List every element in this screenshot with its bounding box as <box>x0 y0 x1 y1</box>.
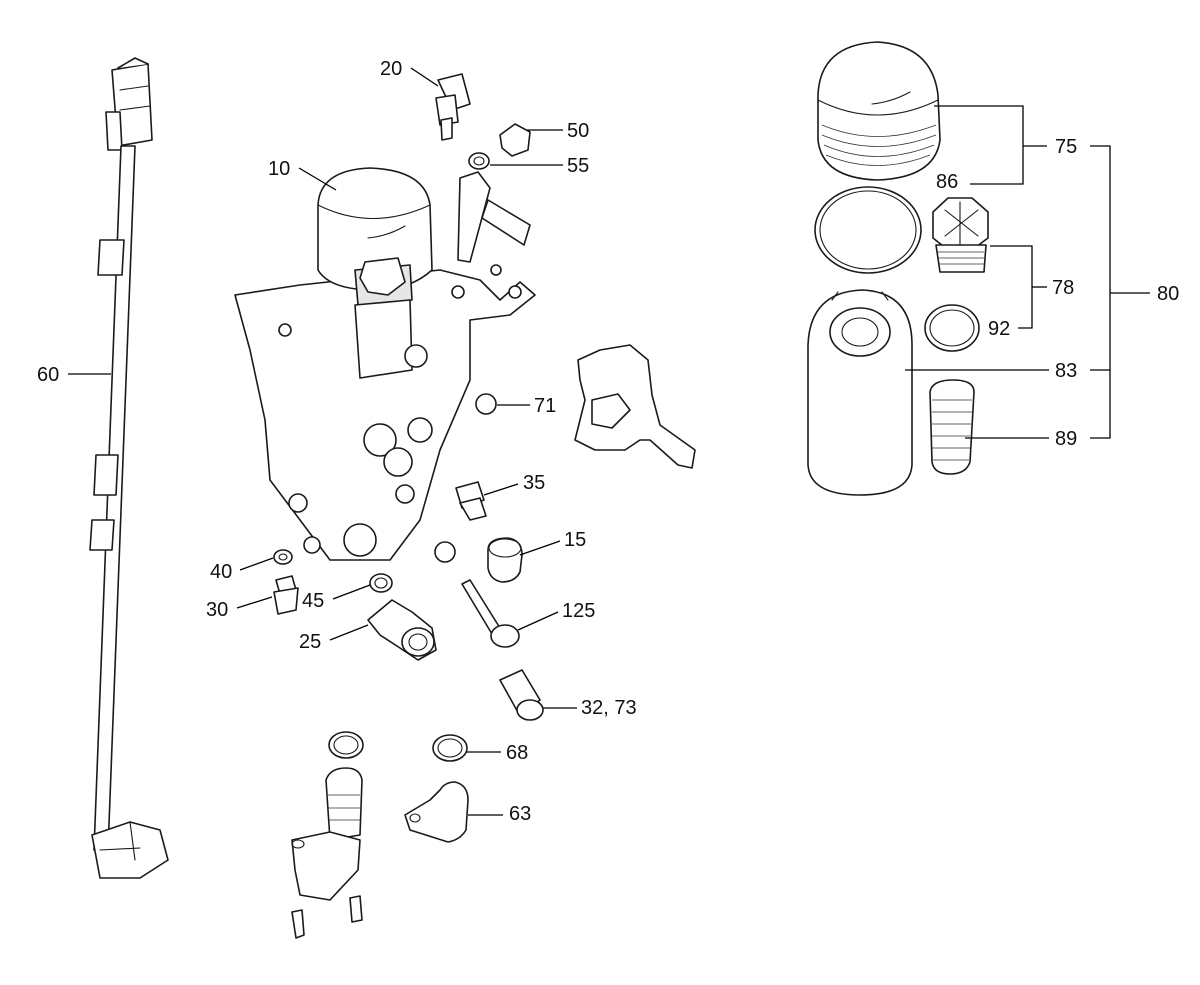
callout-labels: 20 50 55 10 60 71 35 15 40 30 45 125 25 … <box>37 58 1179 825</box>
part-63-cover <box>404 781 469 843</box>
callout-30: 30 <box>206 599 228 621</box>
callout-80: 80 <box>1157 283 1179 305</box>
part-15-cap <box>487 537 523 583</box>
part-35-fitting <box>455 481 487 521</box>
part-40-washer <box>273 549 293 565</box>
part-92-o-ring <box>924 304 980 352</box>
leader-lines <box>68 67 1150 816</box>
callout-20: 20 <box>380 58 402 80</box>
part-10-filter-housing <box>234 167 536 563</box>
callout-50: 50 <box>567 120 589 142</box>
callout-15: 15 <box>564 529 586 551</box>
part-86-o-ring <box>814 186 922 274</box>
part-75-cap <box>817 41 941 181</box>
callout-125: 125 <box>562 600 595 622</box>
part-30-fitting <box>273 575 299 615</box>
part-125-bolt <box>461 579 520 648</box>
bracket-plate <box>574 344 696 469</box>
part-78-plug <box>932 197 989 273</box>
part-60-wiring-harness <box>89 57 169 879</box>
part-25-elbow <box>367 599 437 661</box>
callout-35: 35 <box>523 472 545 494</box>
callout-75: 75 <box>1055 136 1077 158</box>
callout-89: 89 <box>1055 428 1077 450</box>
part-32-73-connector <box>499 669 544 721</box>
callout-83: 83 <box>1055 360 1077 382</box>
part-50-plug <box>499 123 531 157</box>
callout-78: 78 <box>1052 277 1074 299</box>
callout-63: 63 <box>509 803 531 825</box>
callout-40: 40 <box>210 561 232 583</box>
part-68-o-ring <box>432 734 468 762</box>
callout-68: 68 <box>506 742 528 764</box>
part-89-strainer <box>929 379 975 475</box>
callout-45: 45 <box>302 590 324 612</box>
part-83-filter-cartridge <box>807 289 913 496</box>
callout-86: 86 <box>936 171 958 193</box>
callout-71: 71 <box>534 395 556 417</box>
pressure-sensor-assembly <box>291 731 364 939</box>
callout-25: 25 <box>299 631 321 653</box>
callout-32-73: 32, 73 <box>581 697 637 719</box>
part-55-washer <box>468 152 490 170</box>
callout-55: 55 <box>567 155 589 177</box>
part-71-ball <box>475 393 497 415</box>
callout-60: 60 <box>37 364 59 386</box>
callout-10: 10 <box>268 158 290 180</box>
callout-92: 92 <box>988 318 1010 340</box>
part-20-sensor <box>435 73 471 141</box>
part-45-washer <box>369 573 393 593</box>
